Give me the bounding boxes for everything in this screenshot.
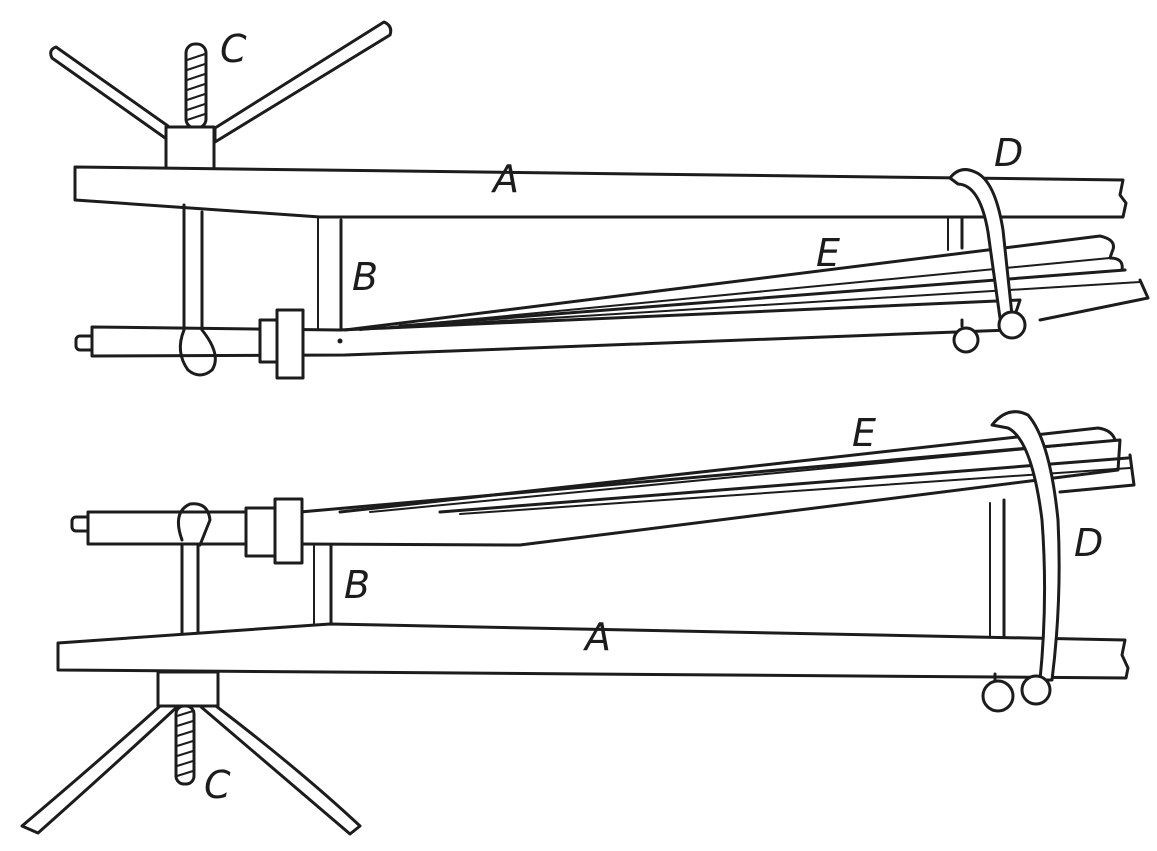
upper-right-upright: [947, 216, 964, 251]
lower-upright-b: [313, 544, 333, 626]
lower-strips-e: [338, 426, 1136, 515]
label-lower-b: B: [344, 563, 370, 607]
upper-view: C A B E D: [49, 20, 1150, 380]
upper-upright-b: [317, 217, 343, 344]
label-lower-e: E: [852, 411, 876, 455]
lower-hook-rod: [176, 502, 212, 638]
label-upper-e: E: [816, 231, 840, 275]
lower-wing-screw-c: [20, 670, 362, 836]
lower-clip-d: [981, 410, 1061, 713]
lower-bar-a: [56, 622, 1130, 680]
upper-bar-a: [73, 165, 1128, 219]
upper-clip-d: [948, 168, 1027, 354]
label-upper-b: B: [352, 255, 378, 299]
upper-collar: [258, 308, 305, 380]
label-upper-c: C: [220, 27, 247, 71]
upper-wing-screw-c: [49, 20, 393, 171]
label-upper-a: A: [490, 157, 519, 201]
lower-right-upright: [989, 498, 1006, 642]
label-upper-d: D: [994, 131, 1023, 175]
label-lower-a: A: [582, 615, 611, 659]
lower-view: E D B A C: [20, 410, 1136, 836]
lower-collar: [244, 497, 304, 565]
label-lower-d: D: [1074, 521, 1103, 565]
upper-hook-rod: [182, 203, 204, 332]
label-lower-c: C: [204, 763, 231, 807]
